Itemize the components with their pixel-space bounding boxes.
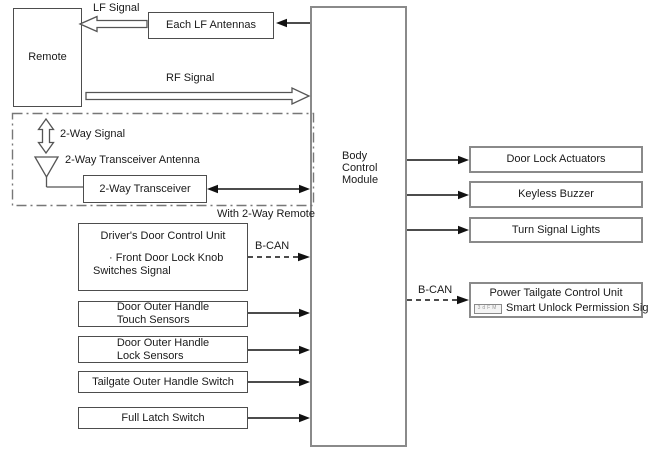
door-lock-actuators-arrow <box>407 155 469 165</box>
node-body-control-module: Body Control Module <box>310 6 407 447</box>
node-two-way-transceiver-label: 2-Way Transceiver <box>99 182 191 195</box>
full-latch-arrow <box>248 413 310 423</box>
drivers-door-signal-list: · Front Door Lock Knob Switches Signal <box>79 252 247 278</box>
drivers-door-signal-line2: Switches Signal <box>93 265 171 277</box>
node-drivers-door-control-unit: Driver's Door Control Unit · Front Door … <box>78 223 248 291</box>
full-latch-label: Full Latch Switch <box>121 411 205 424</box>
node-remote-label: Remote <box>28 51 67 63</box>
turn-signal-lights-arrow <box>407 225 469 235</box>
antenna-icon <box>33 156 60 187</box>
touch-sensors-arrow <box>248 308 310 318</box>
keyless-buzzer-arrow <box>407 190 469 200</box>
node-door-lock-actuators: Door Lock Actuators <box>469 146 643 173</box>
two-way-signal-arrow <box>37 117 55 155</box>
bcan-left-arrow <box>248 252 310 262</box>
node-power-tailgate-control-unit: Power Tailgate Control Unit 3dFM Smart U… <box>469 282 648 318</box>
tailgate-switch-arrow <box>248 377 310 387</box>
two-way-signal-label: 2-Way Signal <box>60 128 126 140</box>
transceiver-bcm-arrow <box>207 184 310 194</box>
bcm-to-antennas-arrow <box>276 18 310 28</box>
node-remote: Remote <box>13 8 82 107</box>
drivers-door-title: Driver's Door Control Unit <box>100 230 226 242</box>
lf-signal-label: LF Signal <box>93 2 140 14</box>
lf-signal-arrow <box>78 15 148 33</box>
node-turn-signal-lights: Turn Signal Lights <box>469 217 643 243</box>
two-way-transceiver-antenna-label: 2-Way Transceiver Antenna <box>65 154 200 166</box>
node-each-lf-antennas: Each LF Antennas <box>148 12 274 39</box>
power-tailgate-title: Power Tailgate Control Unit <box>489 287 623 299</box>
micro-badge: 3dFM <box>474 303 502 314</box>
power-tailgate-signal-row: 3dFM Smart Unlock Permission Sig <box>471 302 648 315</box>
door-lock-actuators-label: Door Lock Actuators <box>506 153 606 165</box>
node-tailgate-outer-handle-switch: Tailgate Outer Handle Switch <box>78 371 248 393</box>
tailgate-switch-label: Tailgate Outer Handle Switch <box>92 375 234 388</box>
node-keyless-buzzer: Keyless Buzzer <box>469 181 643 208</box>
bcan-right-label: B-CAN <box>418 284 453 296</box>
keyless-buzzer-label: Keyless Buzzer <box>518 188 594 200</box>
drivers-door-signal-line1: · Front Door Lock Knob <box>109 252 224 264</box>
rf-signal-label: RF Signal <box>166 72 215 84</box>
rf-signal-arrow <box>85 86 311 106</box>
node-two-way-transceiver: 2-Way Transceiver <box>83 175 207 203</box>
node-full-latch-switch: Full Latch Switch <box>78 407 248 429</box>
bcm-label: Body Control Module <box>342 150 379 186</box>
node-each-lf-antennas-label: Each LF Antennas <box>166 19 256 31</box>
bcan-left-label: B-CAN <box>255 240 290 252</box>
with-two-way-remote-label: With 2-Way Remote <box>216 208 315 220</box>
lock-sensors-arrow <box>248 345 310 355</box>
turn-signal-lights-label: Turn Signal Lights <box>511 223 601 236</box>
smart-unlock-permission-signal-label: Smart Unlock Permission Sig <box>506 302 649 314</box>
